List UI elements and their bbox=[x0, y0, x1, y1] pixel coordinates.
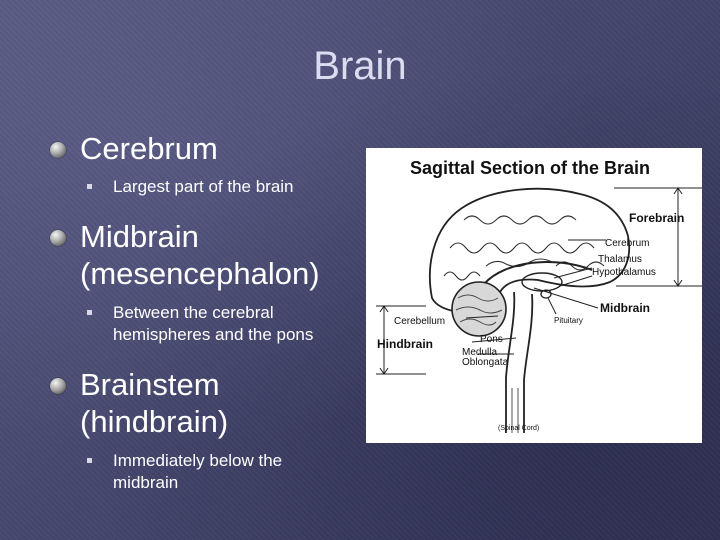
label-medulla: Medulla bbox=[462, 347, 497, 358]
sub-bullet-text: Between the cerebral hemispheres and the… bbox=[113, 303, 314, 344]
label-thalamus: Thalamus bbox=[598, 254, 642, 265]
pointer-lines bbox=[376, 187, 702, 375]
pituitary-shape bbox=[540, 289, 552, 299]
bracket-arrows bbox=[379, 187, 683, 375]
label-oblongata: Oblongata bbox=[462, 357, 509, 368]
diagram-title: Sagittal Section of the Brain bbox=[410, 158, 650, 178]
corpus-callosum bbox=[483, 261, 593, 285]
sub-bullet: Between the cerebral hemispheres and the… bbox=[87, 302, 337, 346]
cerebrum-folds bbox=[443, 215, 605, 281]
sub-bullet: Largest part of the brain bbox=[87, 176, 294, 198]
label-pons: Pons bbox=[480, 334, 503, 345]
label-hindbrain: Hindbrain bbox=[377, 337, 433, 351]
slide-title: Brain bbox=[313, 44, 407, 88]
sub-bullet: Immediately below the midbrain bbox=[87, 450, 317, 494]
sub-bullet-text: Largest part of the brain bbox=[113, 177, 294, 196]
bullet-text: Midbrain (mesencephalon) bbox=[80, 219, 320, 291]
spinal-cord-lines bbox=[511, 388, 519, 433]
sub-bullet-icon bbox=[87, 458, 92, 463]
bullet-icon bbox=[50, 142, 66, 158]
sub-bullet-icon bbox=[87, 310, 92, 315]
label-forebrain: Forebrain bbox=[629, 211, 684, 225]
brain-diagram: Sagittal Section of the Brain bbox=[366, 148, 702, 443]
sub-bullet-text: Immediately below the midbrain bbox=[113, 451, 283, 492]
label-hypothalamus: Hypothalamus bbox=[592, 267, 656, 278]
cerebellum-folds bbox=[455, 294, 503, 326]
label-spinal-cord: (Spinal Cord) bbox=[498, 425, 539, 432]
sub-bullet-icon bbox=[87, 184, 92, 189]
bullet-midbrain: Midbrain (mesencephalon) bbox=[50, 218, 350, 292]
bullet-icon bbox=[50, 230, 66, 246]
label-cerebellum: Cerebellum bbox=[394, 316, 445, 327]
bullet-text: Brainstem (hindbrain) bbox=[80, 367, 229, 439]
label-pituitary: Pituitary bbox=[554, 316, 583, 325]
bullet-icon bbox=[50, 378, 66, 394]
bullet-cerebrum: Cerebrum bbox=[50, 130, 218, 167]
label-midbrain: Midbrain bbox=[600, 301, 650, 315]
brainstem-shape bbox=[505, 291, 534, 433]
label-cerebrum: Cerebrum bbox=[605, 238, 649, 249]
thalamus-shape bbox=[521, 272, 563, 292]
bullet-brainstem: Brainstem (hindbrain) bbox=[50, 366, 290, 440]
bullet-text: Cerebrum bbox=[80, 131, 218, 166]
